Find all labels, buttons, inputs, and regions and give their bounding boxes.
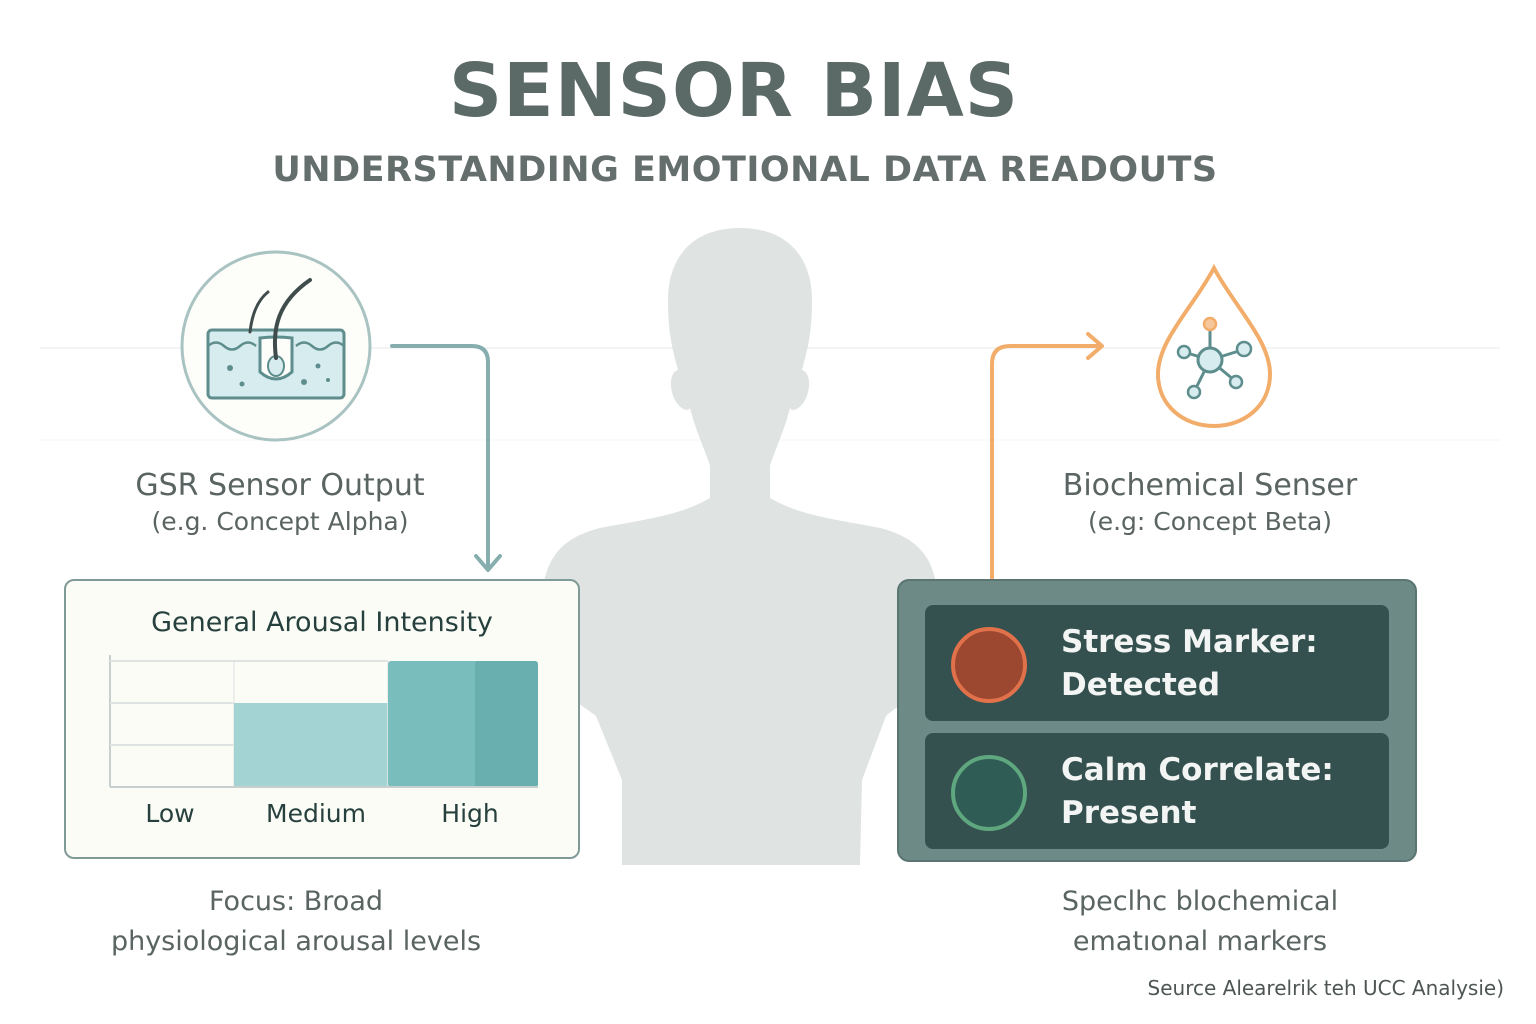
calm-correlate-title: Calm Correlate: xyxy=(1061,752,1334,788)
chart-title: General Arousal Intensity xyxy=(151,607,493,638)
biochem-connector-arrow xyxy=(990,332,1104,580)
biochem-sensor-example: (e.g: Concept Beta) xyxy=(1087,507,1333,536)
gsr-focus-note: Focus: Broad physiological arousal level… xyxy=(86,882,506,962)
gsr-caption: GSR Sensor Output (e.g. Concept Alpha) xyxy=(60,468,500,536)
arousal-intensity-card: General Arousal Intensity Low Medium High xyxy=(64,579,580,859)
human-silhouette xyxy=(542,228,938,865)
biochem-focus-note: Speclhc blochemical ematıonal markers xyxy=(1000,882,1400,962)
bar-medium xyxy=(234,703,388,787)
stress-marker-status: Detected xyxy=(1061,667,1221,703)
biochem-caption: Biochemical Senser (e.g: Concept Beta) xyxy=(990,468,1430,536)
calm-correlate-row: Calm Correlate: Present xyxy=(923,731,1391,851)
calm-correlate-label: Calm Correlate: Present xyxy=(1061,749,1334,835)
stress-marker-indicator xyxy=(951,627,1027,703)
droplet-molecule-icon xyxy=(1155,263,1273,429)
calm-correlate-status: Present xyxy=(1061,795,1197,831)
page-subtitle: UNDERSTANDING EMOTIONAL DATA READOUTS xyxy=(272,150,1218,190)
bar-high-peak xyxy=(475,661,538,787)
biochemical-markers-card: Stress Marker: Detected Calm Correlate: … xyxy=(897,579,1417,862)
gsr-focus-line1: Focus: Broad xyxy=(208,886,384,917)
calm-correlate-indicator xyxy=(951,755,1027,831)
skin-hair-follicle-icon xyxy=(180,250,372,442)
gsr-sensor-name: GSR Sensor Output xyxy=(135,468,425,503)
chart-label-low: Low xyxy=(145,799,195,828)
biochem-focus-line1: Speclhc blochemical xyxy=(1061,886,1339,917)
page-title: SENSOR BIAS xyxy=(448,48,1020,134)
biochem-focus-line2: ematıonal markers xyxy=(1072,926,1328,957)
gsr-connector-arrow xyxy=(390,344,502,572)
chart-label-high: High xyxy=(441,799,499,828)
stress-marker-label: Stress Marker: Detected xyxy=(1061,621,1318,707)
arousal-bar-chart xyxy=(109,655,538,788)
chart-label-medium: Medium xyxy=(266,799,366,828)
source-credit: Seurce Alearelrik teh UCC Analysie) xyxy=(1147,976,1504,1000)
stress-marker-title: Stress Marker: xyxy=(1061,624,1318,660)
biochem-sensor-name: Biochemical Senser xyxy=(1062,468,1358,503)
gsr-focus-line2: physiological arousal levels xyxy=(110,926,482,957)
gsr-sensor-example: (e.g. Concept Alpha) xyxy=(151,507,409,536)
stress-marker-row: Stress Marker: Detected xyxy=(923,603,1391,723)
